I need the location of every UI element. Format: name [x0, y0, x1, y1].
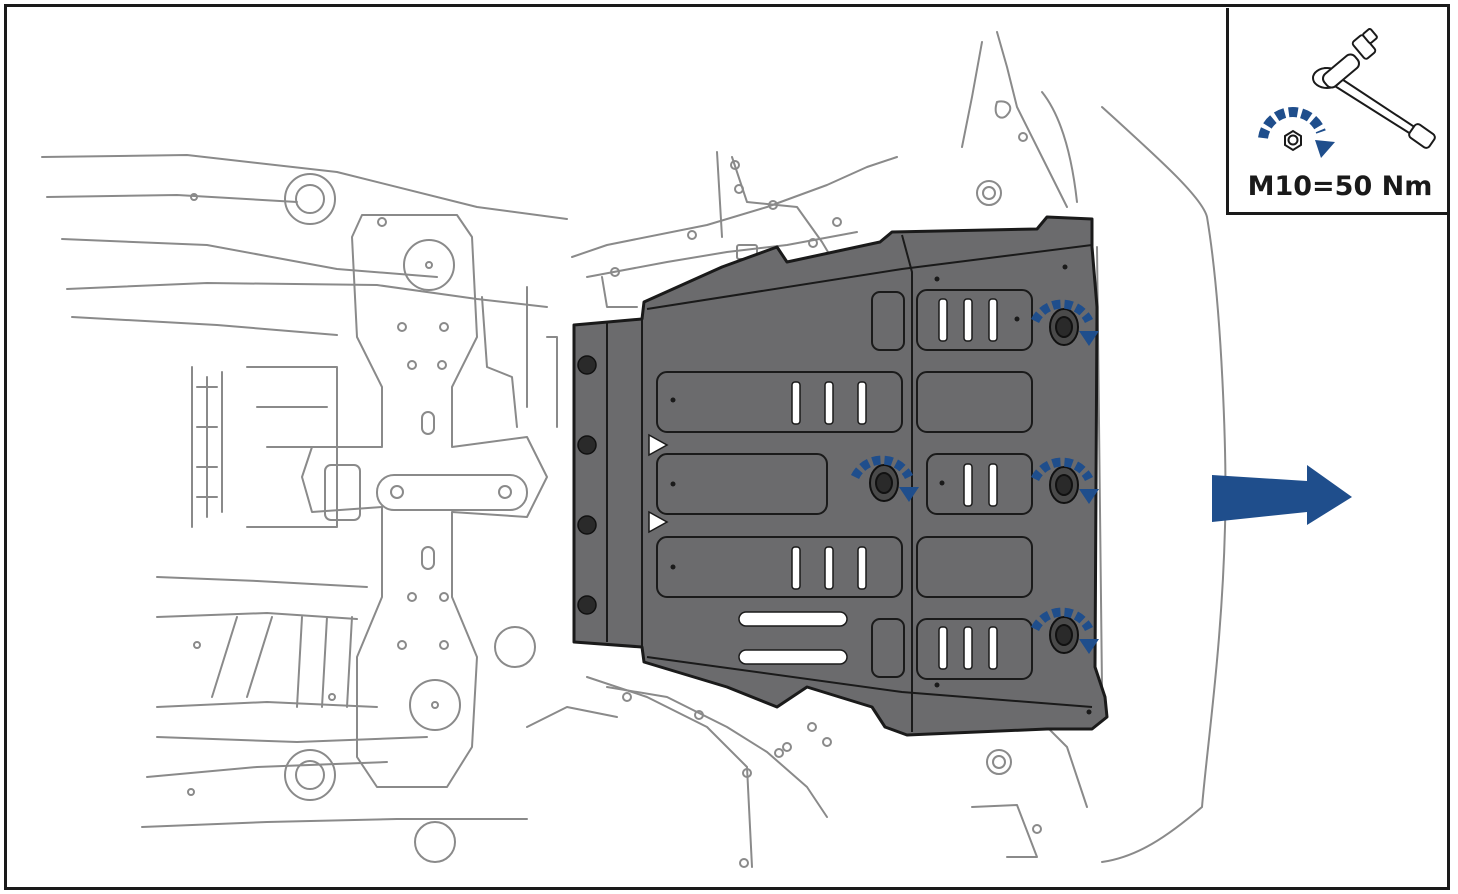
hex-bolt-icon [1284, 129, 1302, 152]
forward-direction-arrow-icon [1212, 465, 1352, 525]
diagram-frame: M10=50 Nm [4, 4, 1450, 890]
clockwise-rotation-icon [1258, 107, 1335, 158]
torque-value-label: M10=50 Nm [1247, 171, 1433, 202]
chassis-outline [41, 31, 1227, 868]
torque-spec-icons [1258, 28, 1436, 158]
underbody-diagram [41, 31, 1352, 868]
torque-spec-box: M10=50 Nm [1226, 8, 1447, 215]
skid-plate [572, 215, 1109, 737]
socket-wrench-icon [1312, 28, 1436, 149]
